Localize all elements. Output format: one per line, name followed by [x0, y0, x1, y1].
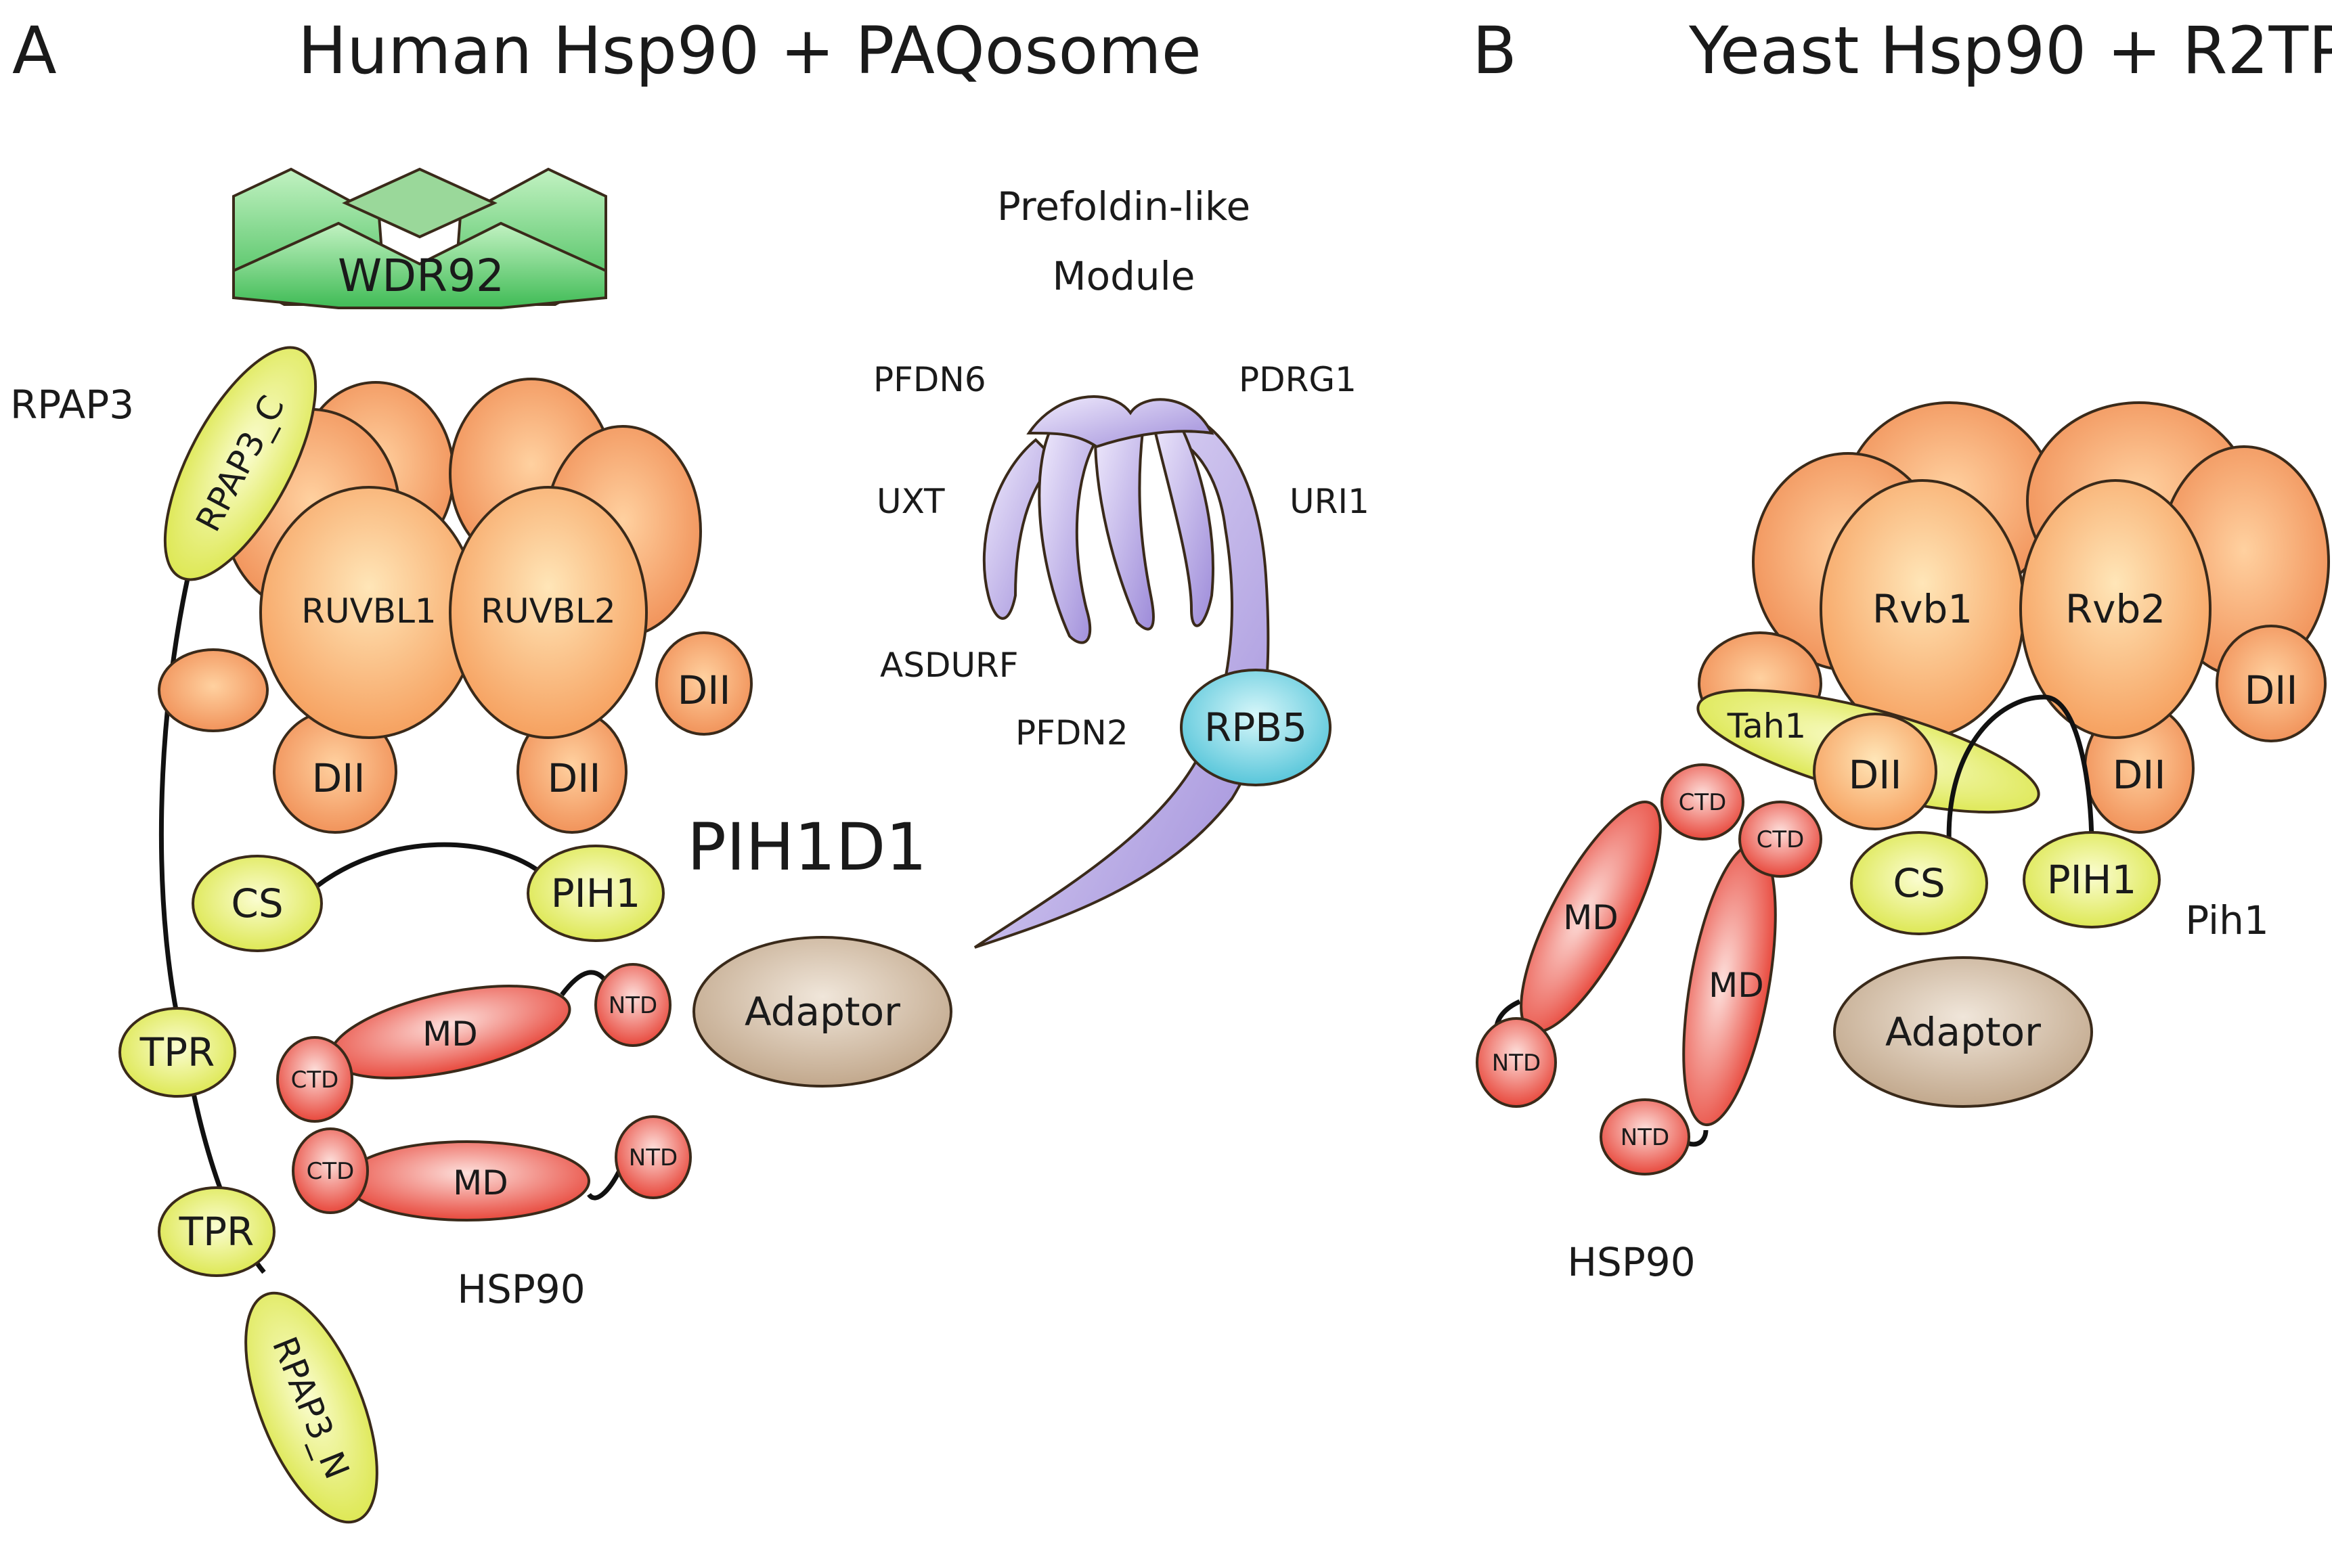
pih1-label-b: PIH1 [2047, 857, 2137, 903]
pih1-linker-b [1946, 694, 2094, 853]
md-b-left-label: MD [1563, 898, 1619, 937]
md-b-right-label: MD [1709, 966, 1764, 1005]
prefoldin-title-1: Prefoldin-like [997, 183, 1250, 229]
ctd-a-top [276, 1036, 353, 1123]
rpap3-c [163, 346, 317, 581]
pih1d1-linker [306, 842, 544, 895]
rvb1-label: Rvb1 [1872, 586, 1973, 632]
panel-b-title: Yeast Hsp90 + R2TP [1688, 13, 2332, 89]
dii-b-right-label: DII [2245, 667, 2298, 713]
rvb2-label: Rvb2 [2065, 586, 2165, 632]
cs-label-b: CS [1893, 860, 1945, 906]
pdrg1-label: PDRG1 [1239, 360, 1357, 399]
ctd-b-left [1660, 763, 1744, 841]
uri1-label: URI1 [1290, 482, 1369, 521]
dii-b-left [1813, 713, 1937, 830]
prefoldin-module [973, 395, 1332, 949]
tah1-label: Tah1 [1727, 707, 1806, 746]
rvb2 [2019, 479, 2212, 739]
ctd-b-right-label: CTD [1757, 826, 1805, 853]
panel-a-title: Human Hsp90 + PAQosome [298, 13, 1202, 89]
dii-mid-label: DII [548, 755, 601, 801]
ntd-a-bottom [615, 1115, 692, 1199]
ruvbl-hexamer [158, 378, 753, 834]
hsp90-dimer-b [1476, 763, 1822, 1175]
ctd-b-left-label: CTD [1679, 789, 1727, 816]
ruvbl1-label: RUVBL1 [301, 591, 437, 631]
cs-domain-b [1850, 831, 1988, 935]
pih1-domain-a [527, 845, 665, 942]
panel-b-letter: B [1472, 13, 1517, 89]
ntd-b-right [1600, 1098, 1690, 1175]
ctd-a-top-label: CTD [291, 1067, 339, 1094]
ntd-a-top [594, 963, 672, 1047]
dii-left-label: DII [312, 755, 366, 801]
rpb5 [1180, 669, 1332, 786]
pfdn6-label: PFDN6 [873, 360, 986, 399]
ntd-a-bottom-label: NTD [629, 1144, 678, 1171]
ctd-b-right [1738, 801, 1822, 878]
wdr92-label: WDR92 [338, 250, 504, 302]
asdurf-label: ASDURF [880, 646, 1019, 685]
md-a-bottom-label: MD [453, 1163, 508, 1203]
cs-label-a: CS [231, 880, 283, 926]
rpap3-n [244, 1291, 378, 1524]
ntd-b-left [1476, 1017, 1557, 1108]
ntd-b-right-label: NTD [1621, 1124, 1669, 1151]
pih1-domain-b [2023, 831, 2161, 928]
pfdn2-label: PFDN2 [1015, 713, 1128, 753]
ruvbl2 [449, 486, 648, 739]
ruvbl2-label: RUVBL2 [481, 591, 616, 631]
tpr-label-1: TPR [139, 1029, 215, 1075]
ntd-a-top-label: NTD [609, 992, 657, 1019]
pih1-label-a: PIH1 [551, 870, 641, 916]
pih1-name-b: Pih1 [2185, 897, 2268, 943]
dii-b-mid-label: DII [2113, 752, 2166, 798]
dii-right-label: DII [678, 667, 731, 713]
rvb-hexamer [1698, 401, 2330, 834]
panel-a-letter: A [12, 13, 57, 89]
wdr92-propeller: WDR92 [232, 167, 607, 309]
tpr-domain-2 [158, 1186, 276, 1277]
uri1-tail [973, 404, 1270, 949]
uxt-label: UXT [877, 482, 945, 521]
hsp90-a-label: HSP90 [457, 1266, 585, 1312]
hsp90-b-label: HSP90 [1567, 1239, 1695, 1285]
rpap3-label: RPAP3 [10, 382, 134, 428]
prefoldin-title-2: Module [1053, 253, 1195, 299]
rpb5-label: RPB5 [1204, 704, 1307, 751]
tpr-domain-1 [118, 1007, 236, 1098]
ctd-a-bottom-label: CTD [307, 1158, 355, 1185]
adaptor-b [1833, 956, 2093, 1108]
pih1d1-label: PIH1D1 [687, 809, 927, 885]
tpr-label-2: TPR [179, 1209, 255, 1255]
md-a-top-label: MD [422, 1014, 478, 1054]
cs-domain-a [192, 855, 323, 952]
hsp90-dimer-a [276, 963, 692, 1222]
ctd-a-bottom [292, 1127, 369, 1214]
adaptor-a [692, 936, 952, 1088]
adaptor-a-label: Adaptor [745, 989, 900, 1035]
adaptor-b-label: Adaptor [1885, 1009, 2041, 1055]
ntd-b-left-label: NTD [1492, 1050, 1541, 1077]
dii-b-left-label: DII [1849, 752, 1902, 798]
